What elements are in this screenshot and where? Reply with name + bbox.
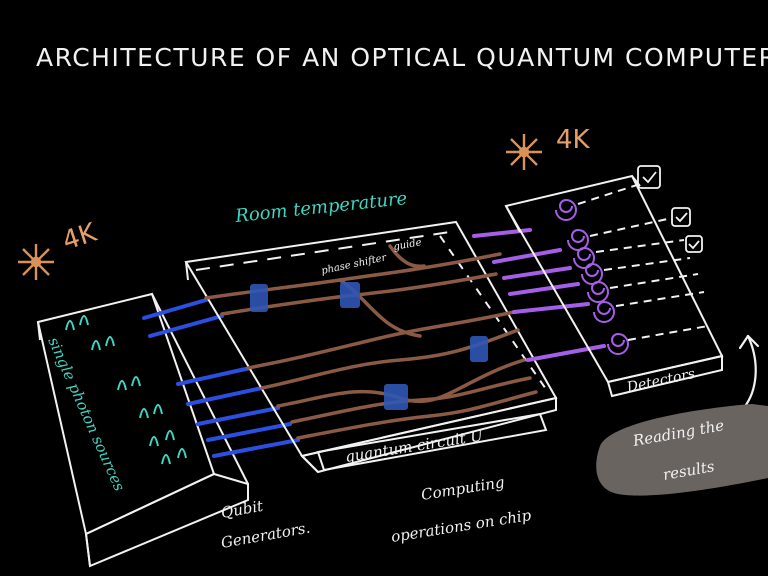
checkmark-icon xyxy=(637,165,703,253)
snowflake-icon xyxy=(506,134,542,170)
quantum-chip xyxy=(184,220,558,474)
curved-arrow-icon xyxy=(738,334,760,412)
input-channels xyxy=(142,298,300,458)
results-callout xyxy=(596,404,768,496)
temperature-4k-right: 4K xyxy=(556,125,591,155)
detector-output-lines xyxy=(577,183,709,341)
detector-box xyxy=(504,174,724,398)
quantum-circuit-tab xyxy=(316,412,548,472)
photon-pulse-icon xyxy=(65,315,187,465)
phase-shifter-icon xyxy=(250,282,488,410)
snowflake-icon xyxy=(18,244,54,280)
output-channels xyxy=(472,228,606,362)
guide-label: guide xyxy=(393,237,423,253)
page-title: ARCHITECTURE OF AN OPTICAL QUANTUM COMPU… xyxy=(36,43,768,72)
spiral-icon xyxy=(555,198,629,355)
